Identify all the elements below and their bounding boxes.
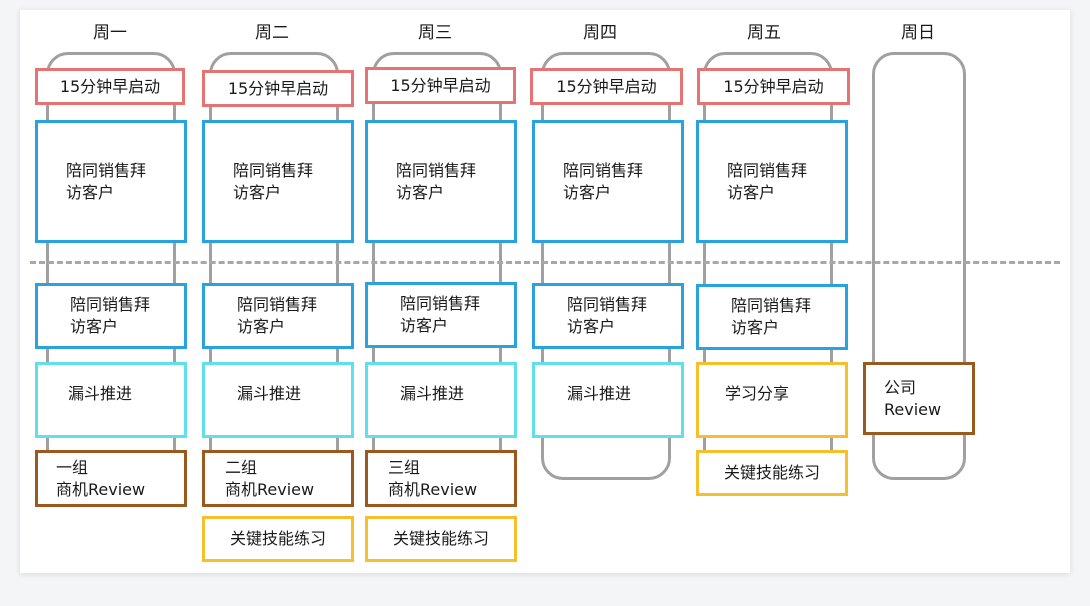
- group-review-wed: 三组商机Review: [365, 450, 517, 507]
- visit-pm-wed: 陪同销售拜访客户: [365, 282, 517, 348]
- diagram-canvas: 周一 周二 周三 周四 周五 周日 15分钟早启动 15分钟早启动 15分钟早启…: [20, 10, 1070, 573]
- day-label-thu: 周四: [583, 23, 617, 43]
- visit-pm-tue: 陪同销售拜访客户: [202, 283, 354, 349]
- group-review-line1: 三组: [388, 457, 421, 477]
- company-review-line1: 公司: [884, 377, 917, 397]
- day-label-tue: 周二: [255, 23, 289, 43]
- skills-label: 关键技能练习: [723, 463, 820, 482]
- standup-box-thu: 15分钟早启动: [530, 68, 683, 105]
- funnel-box-mon: 漏斗推进: [35, 362, 187, 438]
- visit-line1: 陪同销售拜: [396, 160, 477, 180]
- visit-line2: 访客户: [66, 182, 115, 202]
- standup-box-mon: 15分钟早启动: [35, 68, 185, 105]
- group-review-line2: 商机Review: [225, 479, 315, 499]
- visit-line1: 陪同销售拜: [731, 296, 812, 315]
- group-review-tue: 二组商机Review: [202, 450, 354, 507]
- learning-box-fri: 学习分享: [696, 362, 848, 438]
- visit-line2: 访客户: [237, 317, 286, 336]
- visit-line2: 访客户: [70, 317, 119, 336]
- skills-box-wed: 关键技能练习: [365, 516, 517, 562]
- standup-label: 15分钟早启动: [227, 78, 329, 98]
- standup-box-tue: 15分钟早启动: [202, 70, 354, 107]
- skills-label: 关键技能练习: [392, 529, 489, 548]
- learning-label: 学习分享: [725, 384, 790, 403]
- lane-sun: [872, 52, 966, 480]
- skills-label: 关键技能练习: [229, 529, 326, 548]
- visit-line2: 访客户: [400, 316, 449, 335]
- lane-thu: [541, 52, 671, 480]
- visit-line1: 陪同销售拜: [237, 295, 318, 314]
- group-review-mon: 一组商机Review: [35, 450, 187, 507]
- skills-box-tue: 关键技能练习: [202, 516, 354, 562]
- standup-label: 15分钟早启动: [390, 75, 491, 95]
- visit-line2: 访客户: [731, 318, 780, 337]
- visit-am-thu: 陪同销售拜访客户: [532, 120, 684, 243]
- visit-am-wed: 陪同销售拜访客户: [365, 120, 517, 243]
- noon-divider: [30, 261, 1060, 264]
- funnel-label: 漏斗推进: [567, 384, 632, 403]
- standup-box-fri: 15分钟早启动: [697, 68, 850, 105]
- visit-line1: 陪同销售拜: [563, 160, 644, 180]
- visit-line2: 访客户: [396, 182, 445, 202]
- visit-line1: 陪同销售拜: [66, 160, 147, 180]
- visit-line1: 陪同销售拜: [233, 160, 314, 180]
- funnel-box-thu: 漏斗推进: [532, 362, 684, 438]
- visit-line1: 陪同销售拜: [70, 295, 151, 314]
- group-review-line1: 一组: [56, 457, 89, 477]
- visit-am-mon: 陪同销售拜访客户: [35, 120, 187, 243]
- visit-line1: 陪同销售拜: [727, 160, 808, 180]
- skills-box-fri: 关键技能练习: [696, 450, 848, 496]
- day-label-mon: 周一: [93, 23, 127, 43]
- standup-label: 15分钟早启动: [556, 76, 657, 96]
- funnel-box-wed: 漏斗推进: [365, 362, 517, 438]
- standup-label: 15分钟早启动: [723, 76, 824, 96]
- visit-line2: 访客户: [233, 182, 282, 202]
- group-review-line1: 二组: [225, 457, 258, 477]
- company-review-line2: Review: [884, 399, 942, 419]
- group-review-line2: 商机Review: [388, 479, 478, 499]
- day-label-wed: 周三: [418, 23, 452, 43]
- visit-line2: 访客户: [563, 182, 612, 202]
- visit-am-tue: 陪同销售拜访客户: [202, 120, 354, 243]
- visit-pm-fri: 陪同销售拜访客户: [696, 284, 848, 350]
- visit-pm-thu: 陪同销售拜访客户: [532, 283, 684, 349]
- funnel-box-tue: 漏斗推进: [202, 362, 354, 438]
- visit-line2: 访客户: [567, 317, 616, 336]
- standup-label: 15分钟早启动: [59, 76, 161, 96]
- visit-pm-mon: 陪同销售拜访客户: [35, 283, 187, 349]
- group-review-line2: 商机Review: [56, 479, 146, 499]
- visit-line2: 访客户: [727, 182, 776, 202]
- funnel-label: 漏斗推进: [237, 384, 302, 403]
- visit-line1: 陪同销售拜: [567, 295, 648, 314]
- funnel-label: 漏斗推进: [68, 384, 133, 403]
- visit-line1: 陪同销售拜: [400, 294, 481, 313]
- day-label-sun: 周日: [901, 23, 935, 43]
- day-label-fri: 周五: [747, 23, 781, 43]
- standup-box-wed: 15分钟早启动: [365, 67, 516, 104]
- funnel-label: 漏斗推进: [400, 384, 465, 403]
- visit-am-fri: 陪同销售拜访客户: [696, 120, 848, 243]
